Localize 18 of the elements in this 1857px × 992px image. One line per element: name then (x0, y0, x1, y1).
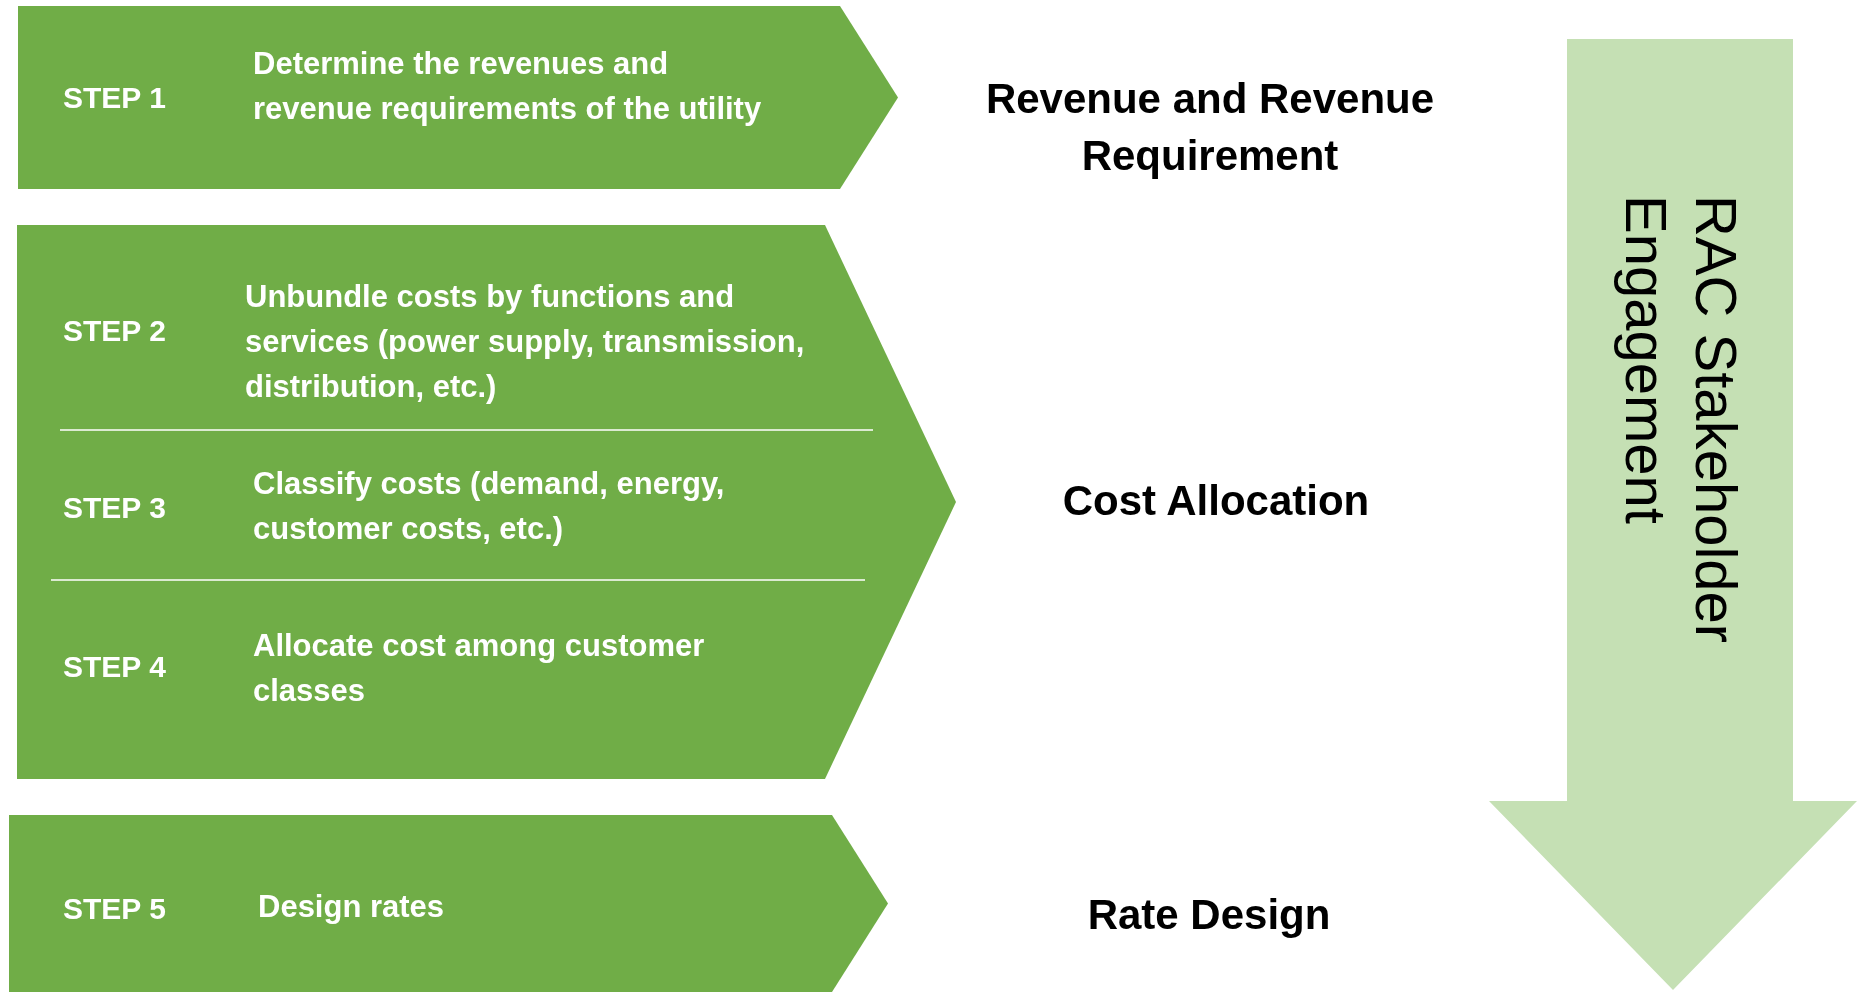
step-description: Classify costs (demand, energy, customer costs, etc.) (253, 465, 726, 548)
chevron-shape (17, 225, 956, 779)
step-label: STEP 1 (63, 79, 166, 116)
step-label: STEP 4 (63, 648, 166, 685)
step-label: STEP 5 (63, 890, 166, 927)
step-label: STEP 2 (63, 312, 166, 349)
down-arrow-shape (1489, 39, 1857, 990)
step-description: Determine the revenues and revenue requirements of the utility (253, 45, 763, 128)
phase-heading: Cost Allocation (1061, 476, 1371, 526)
vertical-label: RAC Stakeholder Engagement (1613, 195, 1750, 646)
chevron-shape (18, 6, 898, 189)
step-description: Design rates (258, 888, 446, 926)
step-description: Allocate cost among customer classes (253, 627, 706, 710)
chevron-shape (9, 815, 888, 992)
phase-heading: Rate Design (1086, 890, 1332, 940)
step-label: STEP 3 (63, 489, 166, 526)
phase-heading: Revenue and Revenue Requirement (984, 74, 1436, 181)
step-description: Unbundle costs by functions and services (power supply, transmission, distribution, etc.) (245, 278, 806, 406)
